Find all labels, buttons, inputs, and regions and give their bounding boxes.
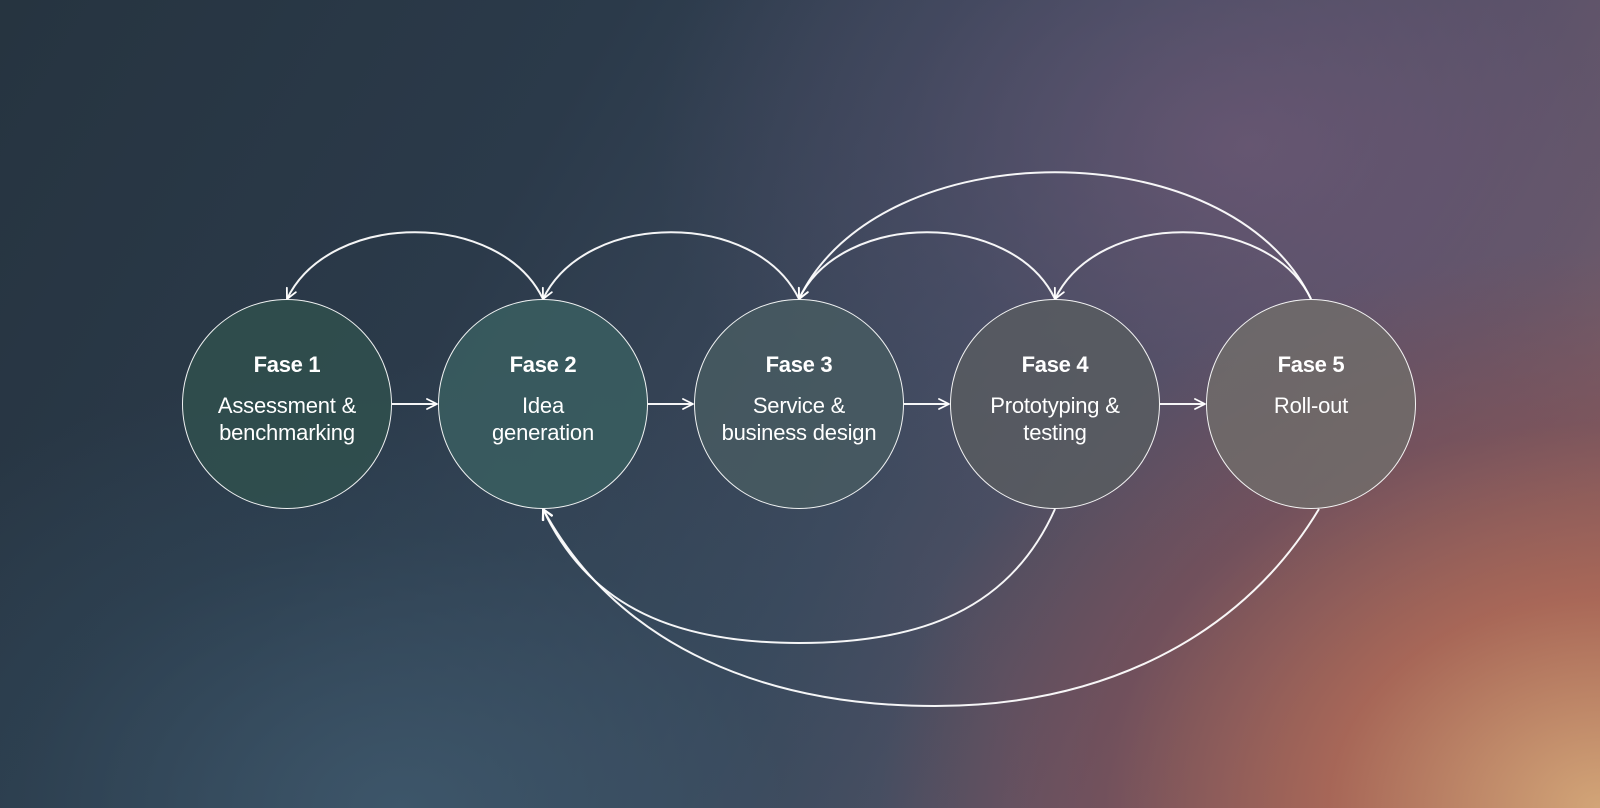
phase-node-4: Fase 4 Prototyping & testing <box>950 299 1160 509</box>
phase-label: Idea generation <box>492 393 594 445</box>
edge-fase4-to-fase3 <box>797 231 1056 300</box>
phase-title: Fase 4 <box>1021 352 1089 377</box>
phase-label: Service & business design <box>721 393 877 445</box>
phase-node-2: Fase 2 Idea generation <box>438 299 648 509</box>
phase-title: Fase 2 <box>509 352 577 377</box>
phase-label: Assessment & benchmarking <box>217 393 357 445</box>
edge-fase3-to-fase2 <box>541 231 800 300</box>
edge-fase5-to-fase4 <box>1053 231 1312 300</box>
edge-fase5-to-fase2 <box>542 508 1320 708</box>
phase-title: Fase 1 <box>253 352 321 377</box>
edge-fase4-to-fase2 <box>541 508 1056 645</box>
phase-node-5: Fase 5 Roll-out <box>1206 299 1416 509</box>
phase-node-1: Fase 1 Assessment & benchmarking <box>182 299 392 509</box>
phase-title: Fase 5 <box>1277 352 1345 377</box>
edge-fase2-to-fase1 <box>285 231 544 300</box>
edge-fase5-to-fase3 <box>797 171 1312 300</box>
phase-label: Prototyping & testing <box>990 393 1120 445</box>
phase-title: Fase 3 <box>765 352 833 377</box>
phase-label: Roll-out <box>1273 393 1349 418</box>
phase-node-3: Fase 3 Service & business design <box>694 299 904 509</box>
